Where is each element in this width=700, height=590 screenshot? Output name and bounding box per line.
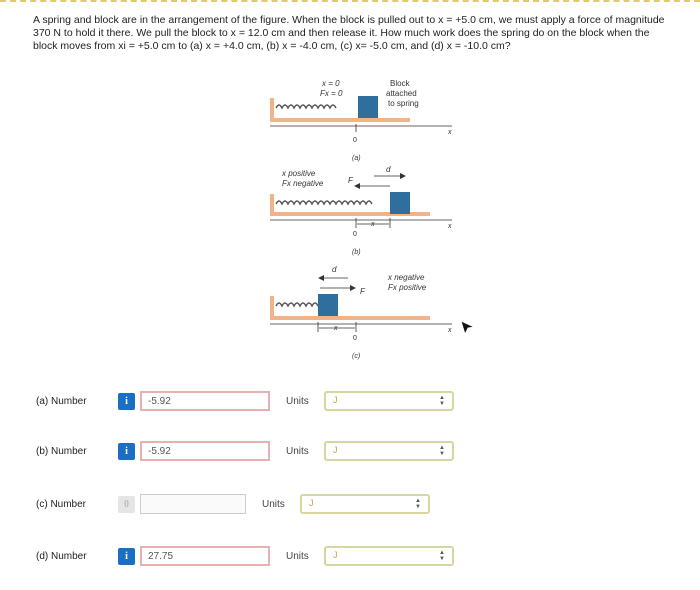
row-a-label: (a) Number <box>36 396 87 407</box>
units-c-value: J <box>309 498 314 508</box>
info-icon[interactable]: i <box>118 393 135 410</box>
panel-c: x negative Fx positive F d x 0 x (c) <box>270 265 452 360</box>
label-x0: x = 0 <box>321 79 340 88</box>
info-icon[interactable]: i <box>118 443 135 460</box>
label-block-1: Block <box>390 79 411 88</box>
units-d-select[interactable]: J ▲▼ <box>324 546 454 566</box>
svg-text:x: x <box>370 221 375 228</box>
updown-arrows-icon: ▲▼ <box>415 498 421 510</box>
caption-a: (a) <box>352 155 361 162</box>
svg-text:x: x <box>447 223 452 230</box>
info-icon[interactable]: i <box>118 548 135 565</box>
label-block-2: attached <box>386 89 417 98</box>
answer-a-input[interactable]: -5.92 <box>140 391 270 411</box>
updown-arrows-icon: ▲▼ <box>439 445 445 457</box>
label-b-1: x positive <box>281 169 316 178</box>
svg-text:0: 0 <box>353 231 357 238</box>
svg-text:x: x <box>333 325 338 332</box>
label-c-1: x negative <box>387 273 425 282</box>
units-c-label: Units <box>262 499 285 510</box>
answer-c-input[interactable] <box>140 494 246 514</box>
svg-text:F: F <box>360 287 366 296</box>
label-fx0: Fx = 0 <box>320 89 343 98</box>
info-icon: 0 <box>118 496 135 513</box>
label-block-3: to spring <box>388 99 419 108</box>
row-d-label: (d) Number <box>36 551 87 562</box>
question-text: A spring and block are in the arrangemen… <box>33 14 665 52</box>
units-a-value: J <box>333 395 338 405</box>
caption-b: (b) <box>352 249 361 256</box>
svg-text:d: d <box>386 165 391 174</box>
answer-d-input[interactable]: 27.75 <box>140 546 270 566</box>
label-c-2: Fx positive <box>388 283 427 292</box>
answer-b-input[interactable]: -5.92 <box>140 441 270 461</box>
row-b-label: (b) Number <box>36 446 87 457</box>
units-a-select[interactable]: J ▲▼ <box>324 391 454 411</box>
units-b-value: J <box>333 445 338 455</box>
units-d-label: Units <box>286 551 309 562</box>
updown-arrows-icon: ▲▼ <box>439 550 445 562</box>
units-b-select[interactable]: J ▲▼ <box>324 441 454 461</box>
units-d-value: J <box>333 550 338 560</box>
label-b-2: Fx negative <box>282 179 324 188</box>
mouse-pointer-icon <box>460 318 476 343</box>
svg-text:0: 0 <box>353 137 357 144</box>
units-a-label: Units <box>286 396 309 407</box>
spring-block-figure: x = 0 Fx = 0 Block attached to spring x … <box>262 72 462 362</box>
row-c-label: (c) Number <box>36 499 87 510</box>
units-c-select[interactable]: J ▲▼ <box>300 494 430 514</box>
units-b-label: Units <box>286 446 309 457</box>
caption-c: (c) <box>352 353 360 360</box>
panel-a: x = 0 Fx = 0 Block attached to spring x … <box>270 79 452 162</box>
top-divider <box>0 0 700 2</box>
svg-text:d: d <box>332 265 337 274</box>
svg-text:0: 0 <box>353 335 357 342</box>
updown-arrows-icon: ▲▼ <box>439 395 445 407</box>
svg-text:x: x <box>447 129 452 136</box>
panel-b: x positive Fx negative F d x 0 x (b) <box>270 165 452 256</box>
svg-text:x: x <box>447 327 452 334</box>
svg-text:F: F <box>348 176 354 185</box>
